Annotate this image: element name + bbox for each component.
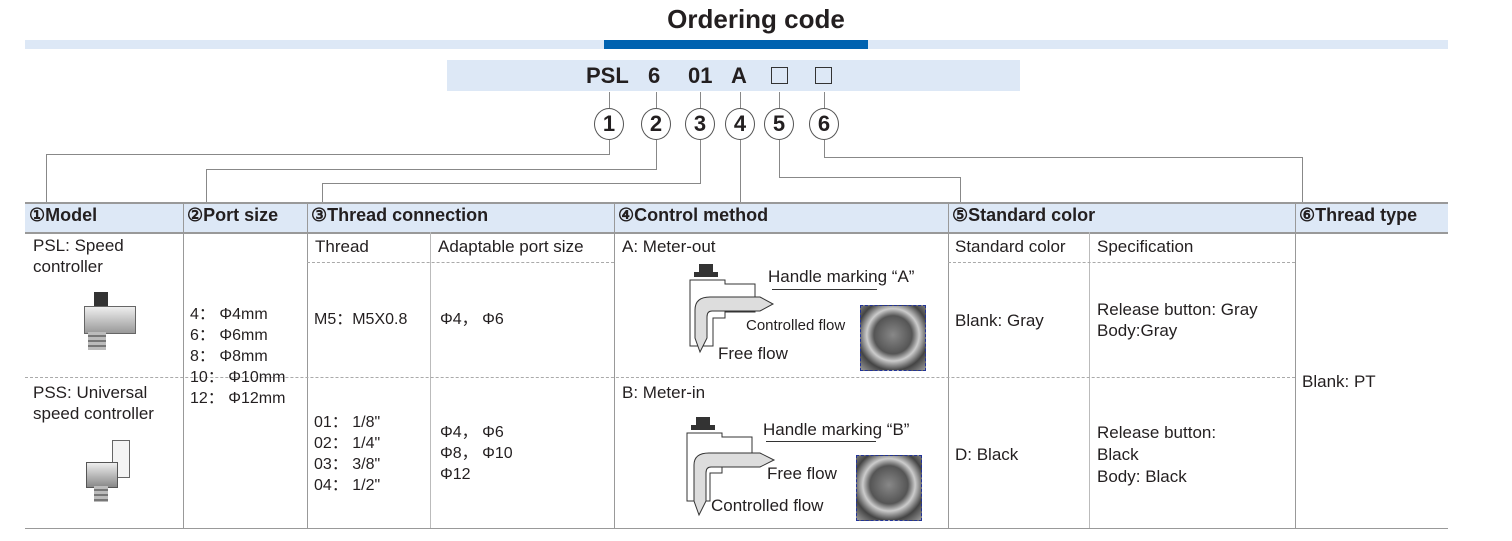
thread-port-item: Φ8， Φ10 (440, 445, 513, 462)
control-b-label: B: Meter-in (622, 383, 706, 402)
thread-item: 04： 1/2" (314, 477, 381, 494)
title-accent (604, 40, 868, 49)
circle-4: 4 (725, 108, 755, 140)
standard-color-col-header: Standard color (955, 237, 1066, 256)
adaptable-port-col-header: Adaptable port size (438, 237, 584, 256)
port-size-item: 6： Φ6mm (190, 327, 268, 344)
meter-in-diagram (686, 417, 776, 517)
thread-list: 01： 1/8" 02： 1/4" 03： 3/8" 04： 1/2" (314, 412, 380, 496)
thread-item: 01： 1/8" (314, 414, 381, 431)
circle-6: 6 (809, 108, 839, 140)
spec-line: Body: Black (1097, 467, 1187, 486)
specification-col-header: Specification (1097, 237, 1194, 256)
model-psl: PSL: Speed controller (33, 236, 124, 276)
circle-3: 3 (685, 108, 715, 140)
thread-port-list: Φ4， Φ6 Φ8， Φ10 Φ12 (440, 422, 513, 485)
color-black-spec: Release button: Black Body: Black (1097, 422, 1216, 488)
thread-m5: M5：M5X0.8 (314, 311, 408, 328)
control-a-handle-marking: Handle marking “A” (768, 267, 915, 286)
port-size-item: 8： Φ8mm (190, 348, 268, 365)
handle-b-image (856, 455, 922, 521)
color-black: D: Black (955, 445, 1019, 464)
port-size-item: 12： Φ12mm (190, 390, 286, 407)
page-title: Ordering code (667, 4, 845, 34)
header-thread-type: ⑥Thread type (1299, 205, 1418, 225)
code-model: PSL (586, 63, 629, 88)
spec-line: Black (1097, 445, 1139, 464)
thread-col-header: Thread (315, 237, 369, 256)
code-threadtype-box (815, 67, 832, 84)
control-a-free-flow: Free flow (718, 344, 788, 363)
port-size-item: 4： Φ4mm (190, 306, 268, 323)
circle-2: 2 (641, 108, 671, 140)
thread-item: 03： 3/8" (314, 456, 381, 473)
code-box (447, 60, 1020, 91)
header-control-method: ④Control method (618, 205, 769, 225)
color-gray-spec: Release button: Gray Body:Gray (1097, 299, 1258, 341)
code-control: A (731, 63, 747, 88)
control-b-free-flow: Free flow (767, 464, 837, 483)
model-pss: PSS: Universal speed controller (33, 383, 154, 423)
header-thread-connection: ③Thread connection (311, 205, 489, 225)
psl-product-image (80, 292, 136, 352)
pss-product-image (86, 440, 136, 502)
table-header (25, 202, 1448, 234)
control-a-label: A: Meter-out (622, 237, 716, 256)
thread-item: 02： 1/4" (314, 435, 381, 452)
header-standard-color: ⑤Standard color (952, 205, 1096, 225)
spec-line: Release button: Gray (1097, 300, 1258, 319)
thread-port-item: Φ12 (440, 466, 471, 483)
spec-line: Release button: (1097, 423, 1217, 442)
header-model: ①Model (29, 205, 98, 225)
header-port-size: ②Port size (187, 205, 279, 225)
code-color-box (771, 67, 788, 84)
control-a-controlled-flow: Controlled flow (746, 317, 846, 334)
handle-a-image (860, 305, 926, 371)
code-port: 6 (648, 63, 661, 88)
circle-1: 1 (594, 108, 624, 140)
port-size-list: 4： Φ4mm 6： Φ6mm 8： Φ8mm 10： Φ10mm 12： Φ1… (190, 304, 285, 409)
control-b-handle-marking: Handle marking “B” (763, 420, 910, 439)
color-gray: Blank: Gray (955, 311, 1044, 330)
circle-5: 5 (764, 108, 794, 140)
spec-line: Body:Gray (1097, 321, 1178, 340)
thread-m5-ports: Φ4， Φ6 (440, 311, 504, 328)
port-size-item: 10： Φ10mm (190, 369, 286, 386)
thread-port-item: Φ4， Φ6 (440, 424, 504, 441)
code-thread: 01 (688, 63, 713, 88)
thread-type-pt: Blank: PT (1302, 372, 1376, 391)
meter-out-diagram (689, 264, 775, 354)
control-b-controlled-flow: Controlled flow (711, 496, 824, 515)
